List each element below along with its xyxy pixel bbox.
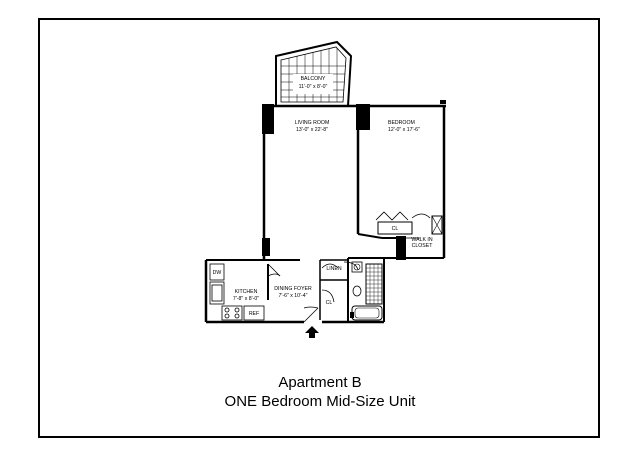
walk-in-label-2: CLOSET (412, 243, 434, 249)
balcony: BALCONY 11'-0" x 8'-0" (275, 40, 353, 107)
refrigerator (243, 305, 265, 321)
bedroom-name: BEDROOM (388, 120, 415, 126)
caption-subtitle: ONE Bedroom Mid-Size Unit (224, 393, 416, 410)
toilet (352, 285, 362, 297)
caption-title: Apartment B (278, 374, 362, 391)
walk-in-closet-x (431, 215, 443, 235)
dishwasher (209, 263, 225, 281)
bedroom-closet (377, 221, 413, 235)
kitchen-sink (209, 281, 225, 305)
refrigerator-label: REF (249, 311, 259, 317)
living-room-name: LIVING ROOM (295, 120, 330, 126)
sink (351, 261, 363, 273)
kitchen-dims: 7'-8" x 8'-0" (233, 296, 259, 302)
columns (262, 100, 446, 260)
drawing-frame (38, 18, 600, 438)
bathroom (350, 261, 383, 321)
balcony-dims: 11'-0" x 8'-0" (299, 84, 328, 90)
dining-foyer-dims: 7'-6" x 10'-4" (278, 293, 307, 299)
foyer-closet-label: CL (326, 300, 333, 306)
walk-in-label-1: WALK IN (411, 237, 432, 243)
dining-foyer-name: DINING FOYER (274, 286, 312, 292)
doors (267, 211, 431, 323)
bedroom-dims: 12'-0" x 17'-6" (388, 127, 420, 133)
stove (221, 305, 243, 321)
balcony-name: BALCONY (301, 76, 326, 82)
entry-arrow-icon (305, 326, 319, 338)
dishwasher-label: DW (213, 270, 222, 276)
linen-label: LINEN (326, 266, 342, 272)
kitchen-name: KITCHEN (235, 289, 258, 295)
living-room-dims: 13'-0" x 22'-8" (296, 127, 328, 133)
bedroom-closet-label: CL (392, 226, 399, 232)
kitchen-fixtures (209, 263, 265, 321)
walk-in-closet-shelf (431, 215, 443, 235)
